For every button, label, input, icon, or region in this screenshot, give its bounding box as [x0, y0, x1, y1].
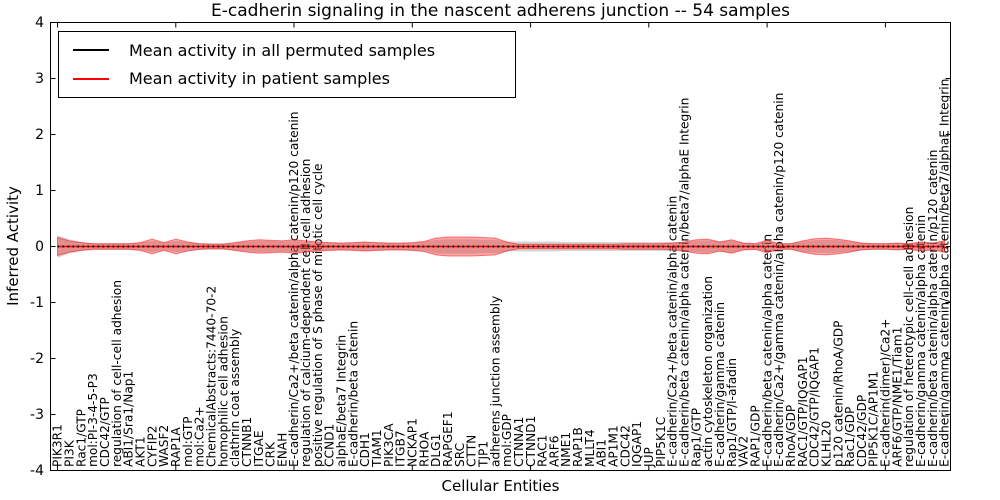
- x-axis-label: Cellular Entities: [441, 477, 560, 495]
- x-tick-label: regulation of calcium-dependent cell-cel…: [299, 159, 313, 467]
- x-tick-label: ChemicalAbstracts:7440-70-2: [204, 286, 218, 467]
- x-tick-label: ITGAE: [252, 430, 266, 467]
- permuted-line-swatch: [73, 49, 109, 52]
- x-tick-label: E-cadherin(dimer)/Ca2+: [879, 319, 893, 467]
- x-tick-label: CTNNB1: [240, 417, 254, 467]
- y-tick-label: -1: [30, 294, 44, 311]
- x-tick-label: regulation of heterotypic cell-cell adhe…: [902, 207, 916, 467]
- x-tick-label: mol:GDP: [500, 414, 514, 467]
- x-tick-label: CDC42/GTP/IQGAP1: [808, 347, 822, 467]
- x-tick-label: KLHL20: [819, 421, 833, 467]
- y-tick-label: -3: [30, 406, 44, 423]
- x-tick-label: E-cadherin/gamma catenin: [713, 302, 727, 467]
- x-tick-label: PIP5K1C: [654, 417, 668, 467]
- y-ticks: [50, 22, 951, 471]
- legend: Mean activity in all permuted samples Me…: [58, 31, 516, 98]
- legend-label-permuted: Mean activity in all permuted samples: [129, 40, 436, 60]
- x-tick-label: ABI1/Sra1/Nap1: [122, 371, 136, 467]
- x-ticks: [57, 22, 886, 471]
- x-tick-label: p120 catenin/RhoA/GDP: [831, 320, 845, 467]
- x-tick-label: ARF6: [547, 435, 561, 467]
- patient-line-swatch: [73, 77, 109, 80]
- x-tick-label: E-cadherin/beta catenin/alpha catenin/be…: [678, 98, 692, 467]
- x-tick-label: CCND1: [323, 424, 337, 467]
- y-tick-label: 2: [35, 126, 44, 143]
- legend-entry-patient: Mean activity in patient samples: [73, 69, 515, 88]
- x-tick-label: adherens junction assembly: [488, 296, 502, 467]
- x-tick-label: CTNND1: [524, 416, 538, 467]
- x-tick-label: ARF6/GTP/NME1/Tiam1: [890, 327, 904, 467]
- x-tick-label: NME1: [559, 432, 573, 467]
- x-tick-label: CDC42/GTP: [98, 397, 112, 467]
- x-tick-label: VAV2: [737, 436, 751, 467]
- x-tick-label: CRK: [264, 441, 278, 467]
- x-tick-label: WASF2: [157, 425, 171, 467]
- x-tick-label: E-cadherin/beta catenin/alpha catenin/p1…: [926, 150, 940, 467]
- x-tick-label: SRC: [453, 443, 467, 467]
- x-tick-label: MLLT4: [583, 429, 597, 467]
- x-tick-label: E-cadherin/Ca2+/beta catenin/alpha caten…: [287, 112, 301, 467]
- x-tick-label: IQGAP1: [630, 421, 644, 467]
- x-tick-label: CYFIP2: [145, 426, 159, 467]
- x-tick-label: regulation of cell-cell adhesion: [110, 280, 124, 467]
- y-tick-label: -2: [30, 350, 44, 367]
- x-tick-label: CTNNA1: [512, 417, 526, 467]
- x-tick-label: E-cadherin/beta catenin: [346, 321, 360, 467]
- x-tick-label: mol:Ca2+: [193, 406, 207, 467]
- x-tick-label: NCKAP1: [406, 418, 420, 467]
- x-tick-label: positive regulation of S phase of mitoti…: [311, 163, 325, 467]
- x-tick-label: mol:GTP: [181, 416, 195, 467]
- x-tick-label: ENAH: [275, 433, 289, 467]
- y-tick-label: 3: [35, 70, 44, 87]
- x-tick-labels: PIK3R1PI3KRac1/GTPmol:PI-3-4-5-P3CDC42/G…: [51, 79, 952, 468]
- x-tick-label: CTTN: [465, 435, 479, 467]
- x-tick-label: actin cytoskeleton organization: [701, 276, 715, 467]
- x-tick-label: TJP1: [477, 441, 491, 468]
- x-tick-label: PIP5K1C/AP1M1: [867, 371, 881, 467]
- x-tick-label: RAP1A: [169, 427, 183, 467]
- chart-title: E-cadherin signaling in the nascent adhe…: [211, 1, 790, 21]
- x-tick-label: clathrin coat assembly: [228, 329, 242, 467]
- x-tick-label: E-cadherin/Ca2+/gamma catenin/alpha cate…: [772, 93, 786, 467]
- legend-entry-permuted: Mean activity in all permuted samples: [73, 41, 515, 60]
- x-tick-label: E-cadherin/gamma catenin/alpha catenin: [914, 215, 928, 467]
- x-tick-label: homophilic cell adhesion: [216, 316, 230, 467]
- y-tick-label: 0: [35, 238, 44, 255]
- x-tick-label: AP1M1: [607, 425, 621, 467]
- x-tick-label: Rap1/GTP/l-afadin: [725, 358, 739, 467]
- x-tick-label: ABI1: [595, 439, 609, 467]
- x-tick-label: CDC42/GDP: [855, 395, 869, 467]
- x-tick-label: CDH1: [358, 432, 372, 467]
- x-tick-label: RHOA: [417, 431, 431, 467]
- x-tick-label: DLG1: [429, 434, 443, 467]
- y-tick-label: 4: [35, 14, 44, 31]
- x-tick-label: RAP1B: [571, 427, 585, 467]
- x-tick-label: RAC1/GTP/IQGAP1: [796, 357, 810, 467]
- x-tick-label: PIK3R1: [51, 424, 65, 467]
- x-tick-label: PIK3CA: [382, 423, 396, 467]
- x-tick-label: RAP1/GDP: [749, 405, 763, 467]
- x-tick-label: Rac1/GTP: [74, 409, 88, 467]
- x-tick-label: mol:PI-3-4-5-P3: [86, 373, 100, 467]
- x-tick-label: ITGB7: [394, 430, 408, 467]
- x-tick-label: TIAM1: [370, 429, 384, 468]
- x-tick-label: E-cadherin/Ca2+/beta catenin/alpha caten…: [666, 196, 680, 467]
- x-tick-label: CDC42: [618, 425, 632, 467]
- x-tick-label: E-cadherin/beta catenin/alpha catenin: [760, 234, 774, 467]
- x-tick-label: E-cadherin/gamma catenin/alpha catenin/b…: [938, 79, 952, 467]
- y-tick-label: 1: [35, 182, 44, 199]
- x-tick-label: Rap1/GTP: [689, 408, 703, 467]
- x-tick-label: PI3K: [63, 439, 77, 467]
- x-tick-label: RAPGEF1: [441, 411, 455, 467]
- legend-label-patient: Mean activity in patient samples: [129, 69, 390, 89]
- x-tick-label: alphaE/beta7 Integrin: [335, 335, 349, 467]
- x-tick-label: AKT1: [134, 436, 148, 467]
- x-tick-label: JUP: [642, 447, 656, 468]
- x-tick-label: Rac1/GDP: [843, 407, 857, 467]
- y-tick-label: -4: [30, 462, 44, 479]
- x-tick-label: RAC1: [536, 435, 550, 467]
- x-tick-label: RhoA/GDP: [784, 405, 798, 467]
